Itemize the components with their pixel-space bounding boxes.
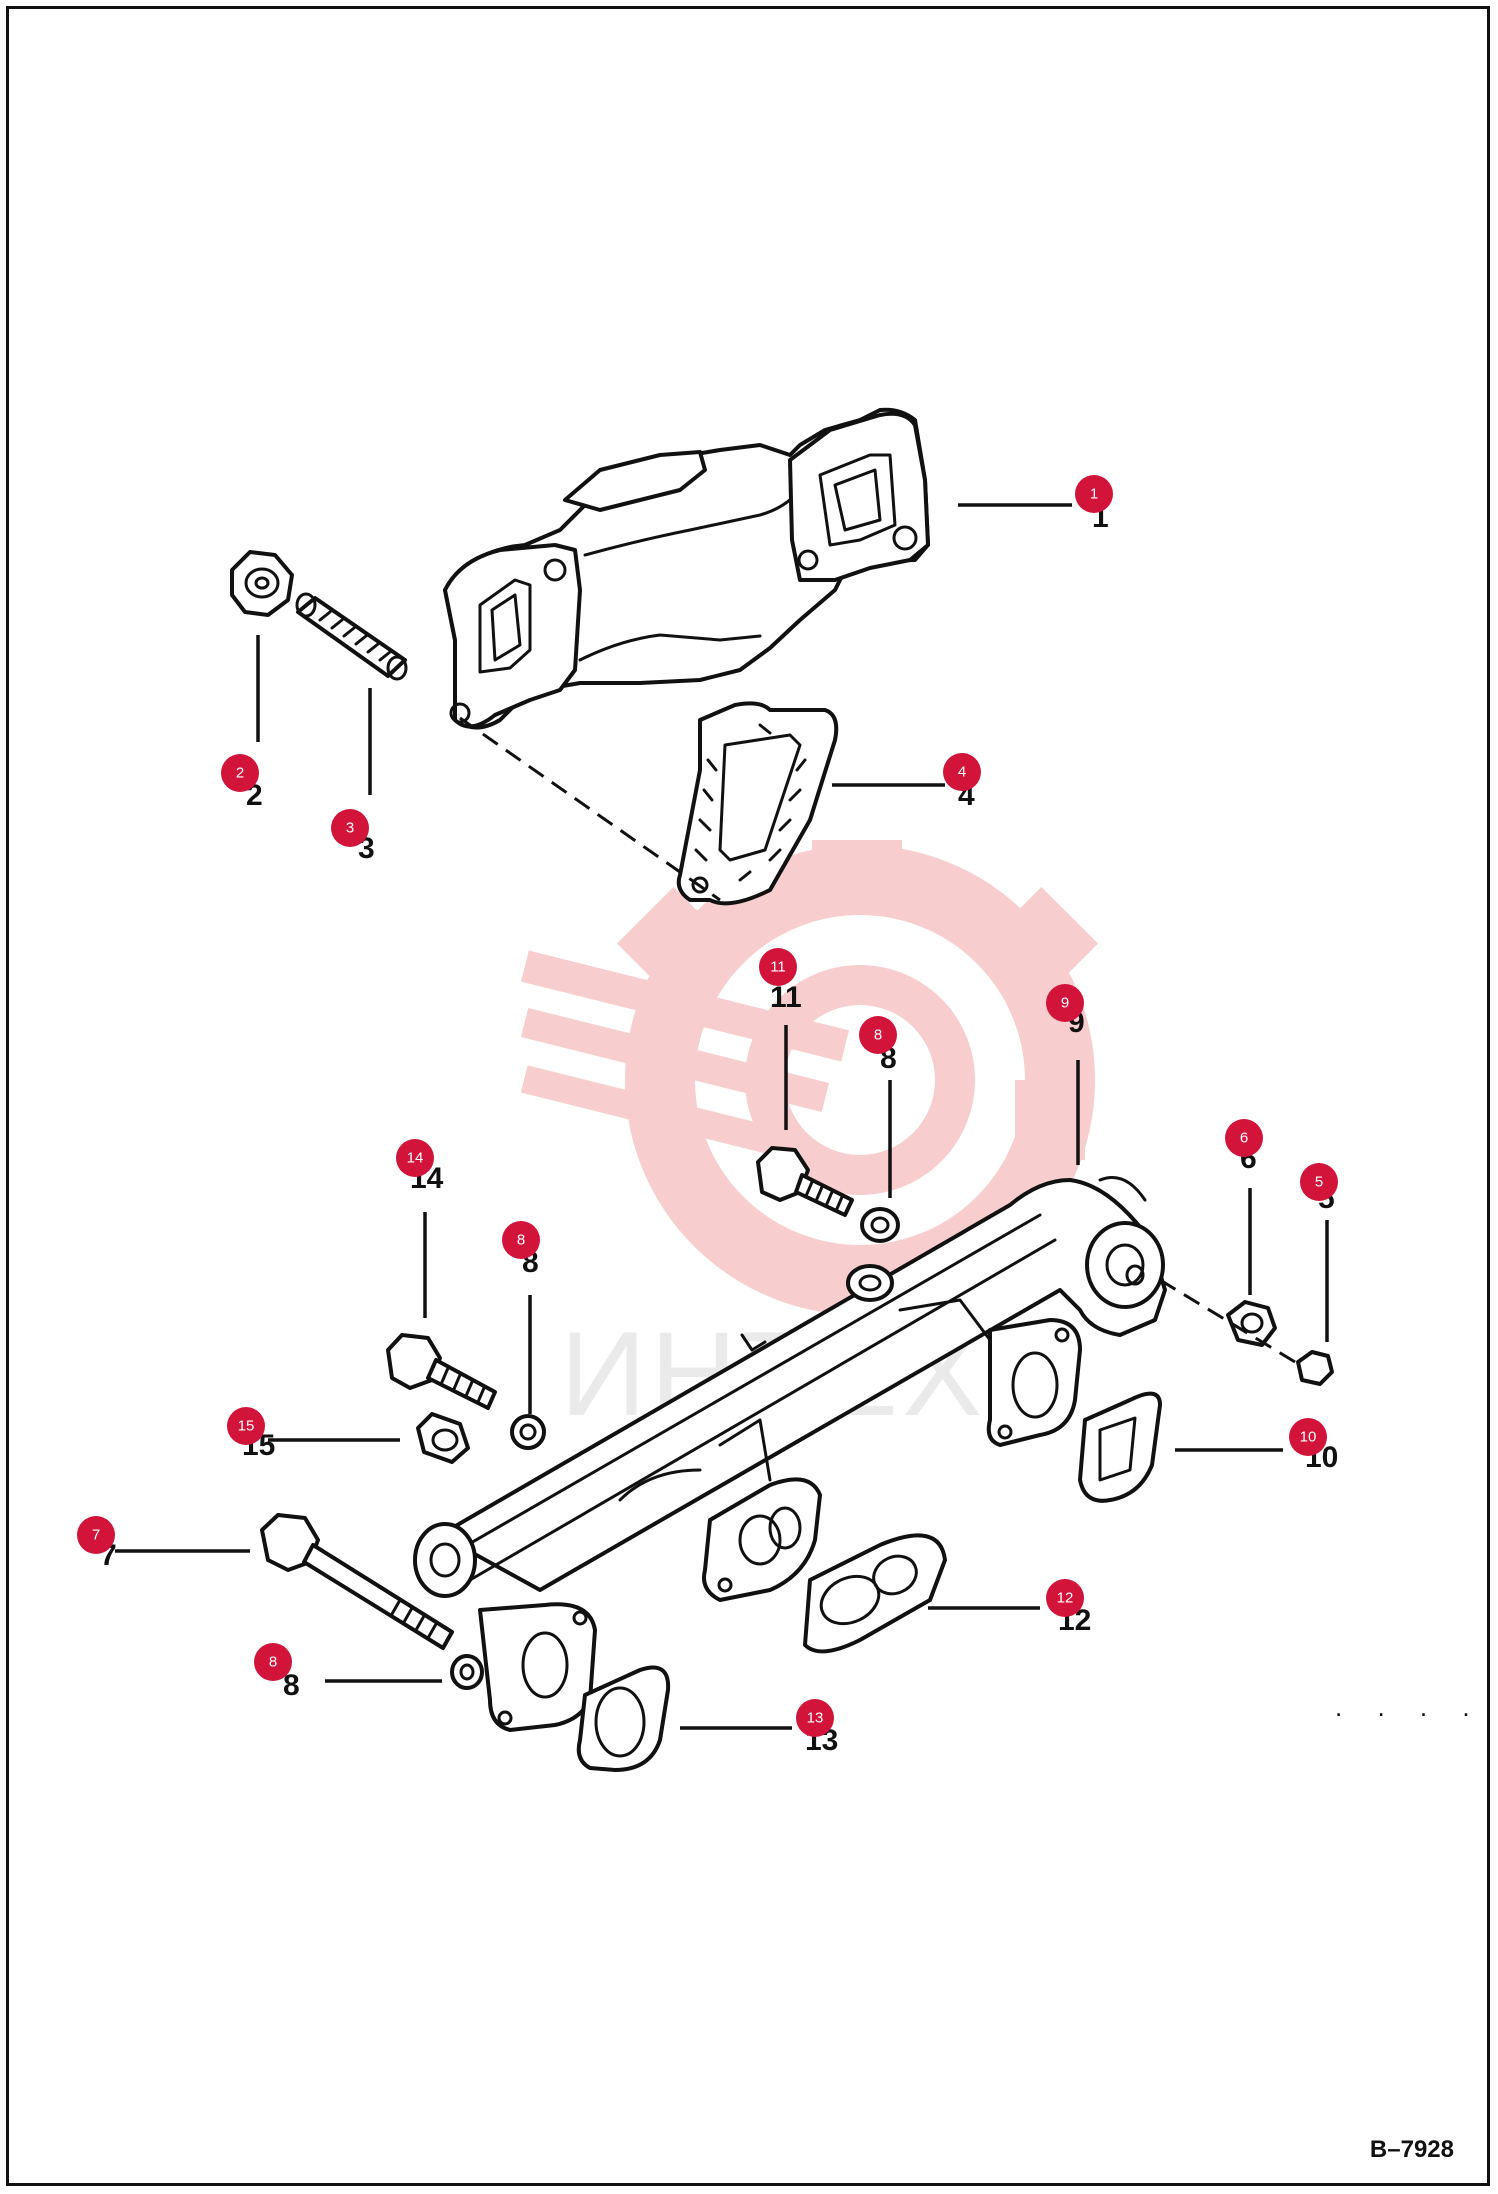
part-1-manifold-flange	[443, 407, 930, 730]
callout-5[interactable]: 5	[1300, 1163, 1338, 1201]
svg-text:12: 12	[1057, 1590, 1074, 1607]
part-13-gasket	[576, 1665, 671, 1772]
callout-1[interactable]: 1	[1075, 475, 1113, 513]
callout-4[interactable]: 4	[943, 753, 981, 791]
callout-2[interactable]: 2	[221, 754, 259, 792]
callout-14[interactable]: 14	[396, 1139, 434, 1177]
svg-text:14: 14	[407, 1150, 424, 1167]
callout-6[interactable]: 6	[1225, 1119, 1263, 1157]
svg-text:8: 8	[517, 1232, 525, 1249]
callout-9[interactable]: 9	[1046, 984, 1084, 1022]
part-3-stud	[295, 592, 408, 681]
part-10-gasket	[1078, 1391, 1162, 1503]
svg-text:7: 7	[92, 1527, 100, 1544]
callout-12[interactable]: 12	[1046, 1579, 1084, 1617]
part-14-bolt	[386, 1333, 497, 1410]
svg-text:11: 11	[770, 959, 786, 976]
part-15-plug	[416, 1412, 470, 1464]
callout-8-b[interactable]: 8	[502, 1221, 540, 1259]
part-6-nut	[1226, 1300, 1277, 1347]
part-8-washer-upper	[860, 1207, 900, 1243]
svg-text:8: 8	[874, 1027, 882, 1044]
svg-text:10: 10	[1300, 1429, 1317, 1446]
part-4-gasket	[676, 701, 839, 906]
callout-3[interactable]: 3	[331, 809, 369, 847]
part-11-bolt	[756, 1146, 854, 1217]
part-2-nut	[230, 550, 294, 617]
callout-11[interactable]: 11	[759, 948, 797, 986]
callout-markers: 1 2 3 4 11 8 9 14 8 6 5 15 10 7 12 8 13	[77, 475, 1338, 1737]
svg-text:8: 8	[269, 1654, 277, 1671]
part-9-exhaust-manifold	[413, 1176, 1167, 1732]
leader-lines	[115, 503, 1329, 1730]
part-5-plug	[1296, 1350, 1334, 1386]
svg-text:6: 6	[1240, 1130, 1248, 1147]
callout-13[interactable]: 13	[796, 1699, 834, 1737]
svg-text:4: 4	[958, 764, 966, 781]
part-7-long-bolt	[260, 1513, 454, 1650]
part-number-8-c: 8	[283, 1669, 300, 1702]
part-8-washer-mid	[510, 1414, 546, 1450]
part-number-11: 11	[770, 981, 802, 1014]
svg-text:2: 2	[236, 765, 244, 782]
callout-7[interactable]: 7	[77, 1516, 115, 1554]
svg-text:5: 5	[1315, 1174, 1323, 1191]
callout-10[interactable]: 10	[1289, 1418, 1327, 1456]
callout-8-a[interactable]: 8	[859, 1016, 897, 1054]
svg-text:9: 9	[1061, 995, 1069, 1012]
drawing-reference: B–7928	[1369, 2136, 1454, 2163]
callout-8-c[interactable]: 8	[254, 1643, 292, 1681]
trailing-marks: . . . .	[1335, 1692, 1484, 1722]
svg-text:1: 1	[1090, 486, 1098, 503]
svg-text:15: 15	[238, 1418, 255, 1435]
drawing-frame	[6, 6, 1490, 2186]
callout-15[interactable]: 15	[227, 1407, 265, 1445]
alignment-dash-upper	[459, 716, 721, 902]
svg-text:13: 13	[807, 1710, 824, 1727]
part-12-gasket	[803, 1533, 947, 1654]
svg-text:3: 3	[346, 820, 354, 837]
part-8-washer-lower	[450, 1654, 484, 1690]
